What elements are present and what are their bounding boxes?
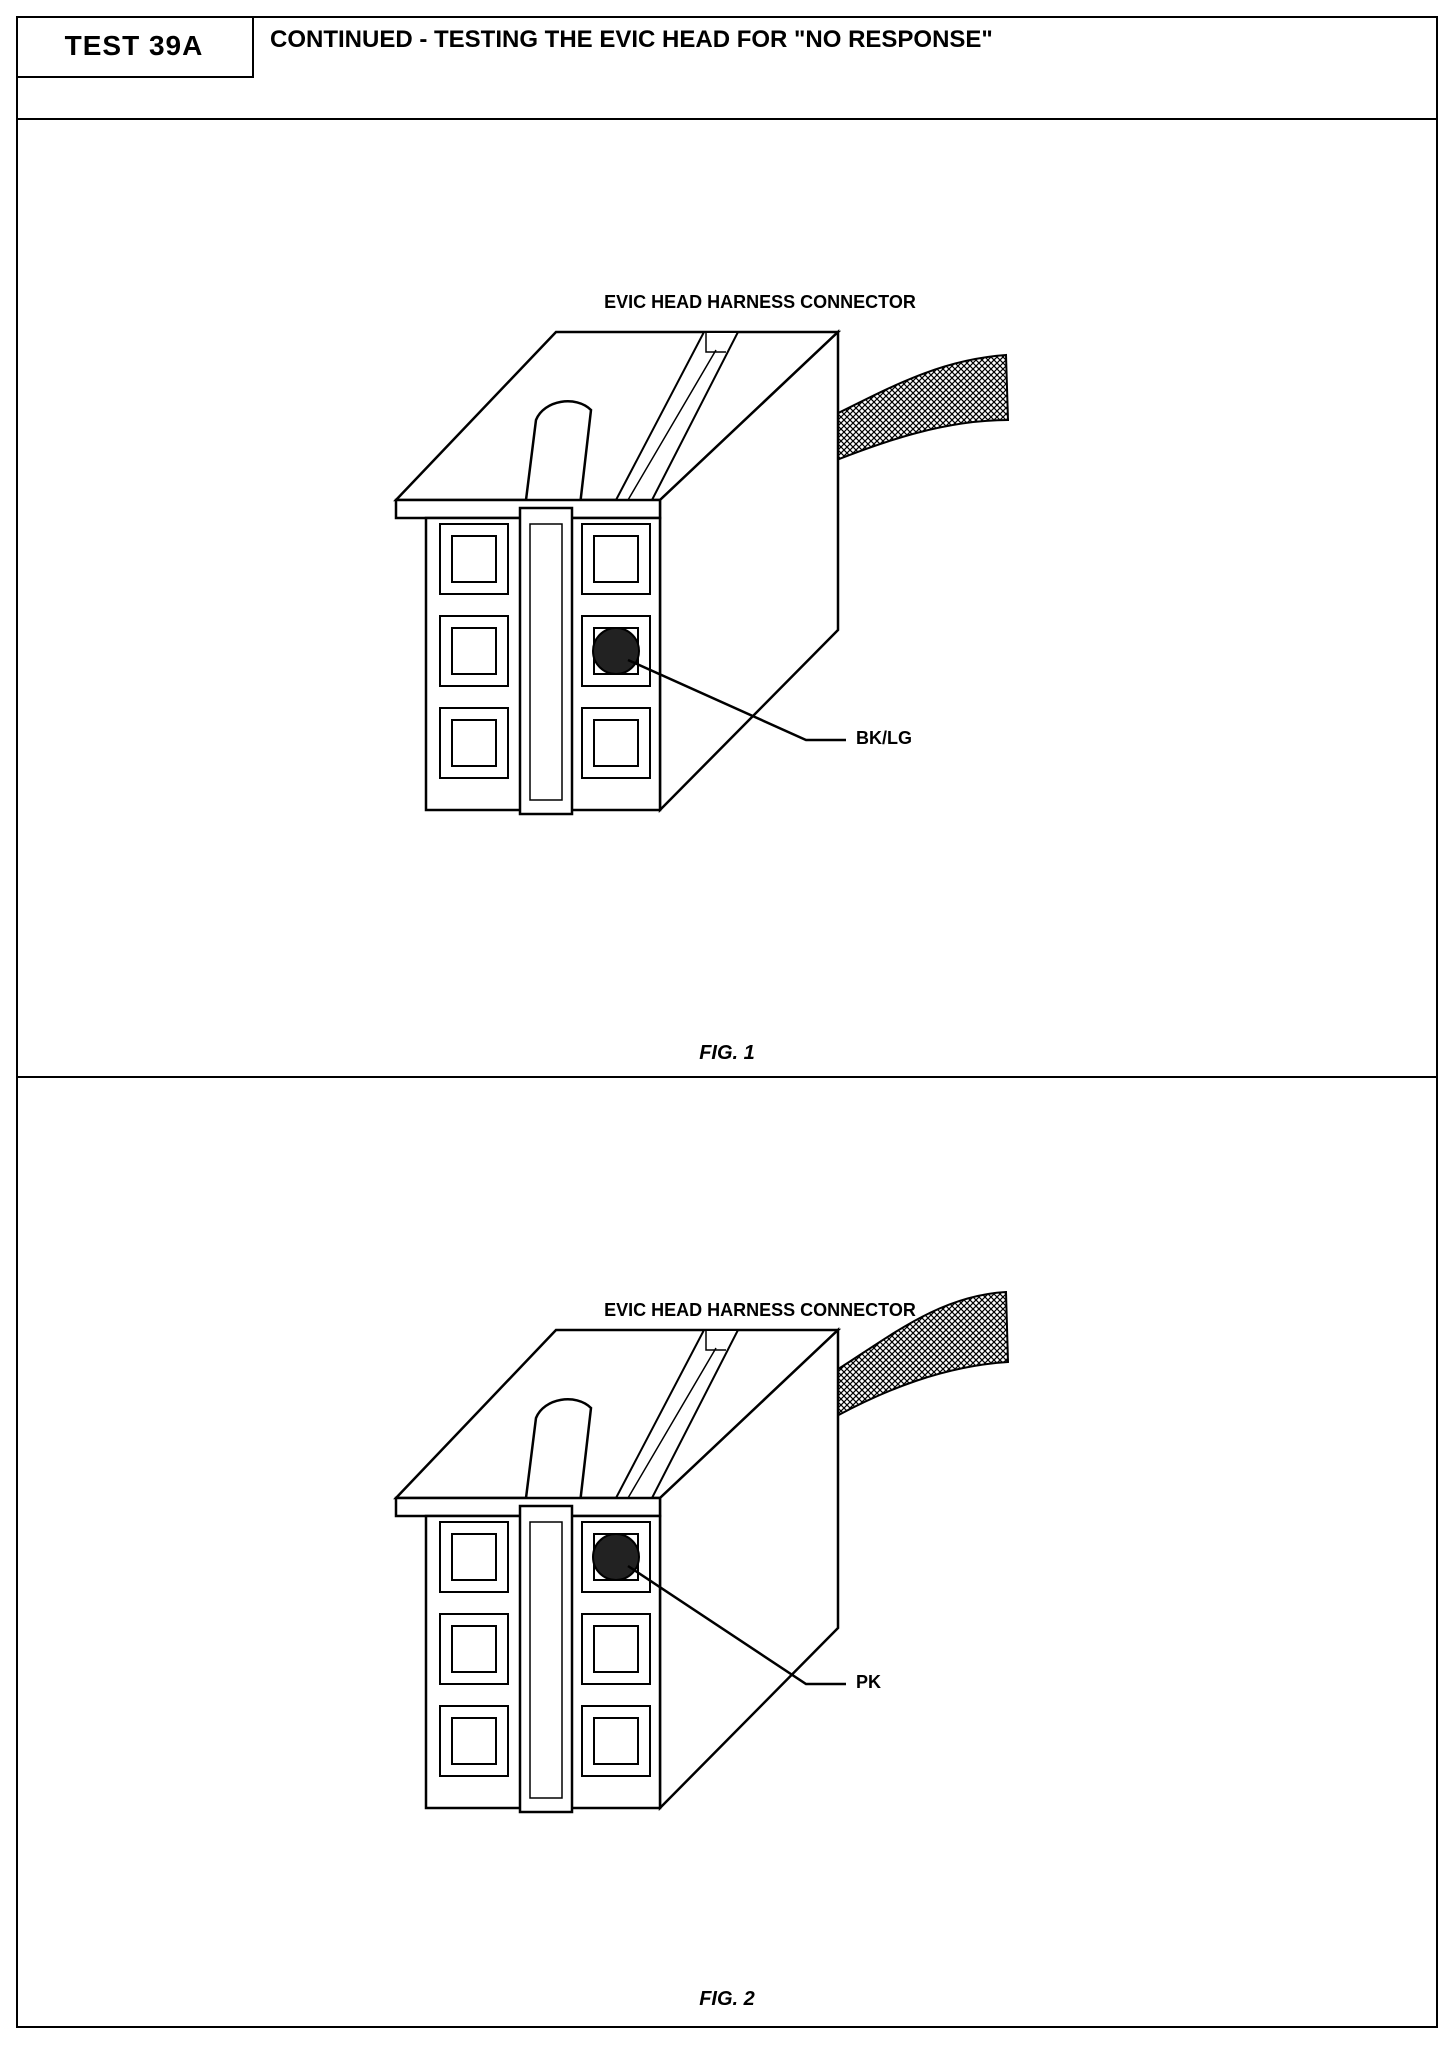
header-divider bbox=[16, 118, 1438, 120]
figure-2: EVIC HEAD HARNESS CONNECTOR bbox=[16, 1078, 1438, 2028]
figure-caption: FIG. 1 bbox=[699, 1042, 755, 1064]
wire-color-label: BK/LG bbox=[856, 728, 912, 748]
figure-divider bbox=[16, 1076, 1438, 1078]
cavity-grid-left bbox=[439, 523, 509, 779]
connector-drawing bbox=[393, 1290, 1010, 1814]
page-frame bbox=[16, 16, 1438, 2028]
test-number-box: TEST 39A bbox=[16, 16, 254, 78]
test-label: TEST 39A bbox=[64, 30, 204, 61]
connector-drawing bbox=[393, 329, 1010, 816]
wire-color-label: PK bbox=[856, 1672, 882, 1692]
connector-title: EVIC HEAD HARNESS CONNECTOR bbox=[604, 1300, 916, 1320]
terminal-highlight bbox=[592, 627, 640, 675]
leader-line bbox=[627, 1564, 846, 1686]
leader-line bbox=[627, 658, 846, 742]
cavity-grid-left bbox=[439, 1521, 509, 1777]
page-title: CONTINUED - TESTING THE EVIC HEAD FOR "N… bbox=[270, 26, 993, 53]
figure-caption: FIG. 2 bbox=[699, 1988, 755, 2010]
connector-title: EVIC HEAD HARNESS CONNECTOR bbox=[604, 292, 916, 312]
figure-1: EVIC HEAD HARNESS CONNECTOR bbox=[16, 120, 1438, 1076]
terminal-highlight bbox=[592, 1533, 640, 1581]
